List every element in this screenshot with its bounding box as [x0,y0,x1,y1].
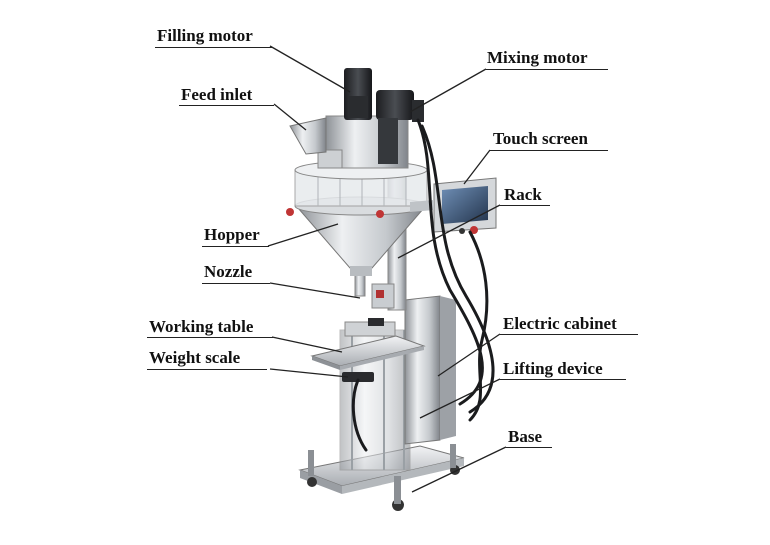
touch-screen [410,177,497,234]
leader-feed-inlet [273,103,307,131]
underline-filling-motor [155,47,272,48]
label-nozzle: Nozzle [204,262,253,281]
label-base: Base [508,427,542,446]
label-rack: Rack [504,185,542,204]
leader-lifting-device [419,378,501,419]
leader-mixing-motor [409,68,487,113]
label-mixing-motor: Mixing motor [487,48,588,67]
underline-lifting-device [500,379,626,380]
electric-cabinet [404,295,456,445]
underline-working-table [147,337,273,338]
feed-inlet [289,117,327,155]
cables [351,118,495,452]
underline-touch-screen [490,150,608,151]
underline-rack [500,205,550,206]
label-filling-motor: Filling motor [157,26,253,45]
leader-weight-scale [269,368,349,378]
leader-working-table [271,336,343,353]
label-working-table: Working table [149,317,254,336]
underline-mixing-motor [486,69,608,70]
underline-hopper [202,246,269,247]
leader-touch-screen [463,149,491,185]
label-touch-screen: Touch screen [493,129,588,148]
label-weight-scale: Weight scale [149,348,241,367]
underline-nozzle [202,283,270,284]
label-feed-inlet: Feed inlet [181,85,253,104]
filling-motor [344,68,372,120]
leader-base [411,446,507,493]
underline-weight-scale [147,369,267,370]
underline-electric-cabinet [500,334,638,335]
underline-feed-inlet [179,105,274,106]
weight-scale [342,372,374,382]
label-electric-cabinet: Electric cabinet [503,314,617,333]
leader-electric-cabinet [437,333,501,377]
leader-filling-motor [269,45,351,93]
mixing-motor [376,90,424,164]
leader-nozzle [269,282,361,299]
leader-lines [267,45,507,493]
leader-hopper [267,223,339,247]
label-lifting-device: Lifting device [503,359,603,378]
working-table [310,318,426,370]
label-hopper: Hopper [204,225,260,244]
hopper-ring [286,160,428,218]
underline-base [506,447,552,448]
leader-rack [397,204,501,259]
